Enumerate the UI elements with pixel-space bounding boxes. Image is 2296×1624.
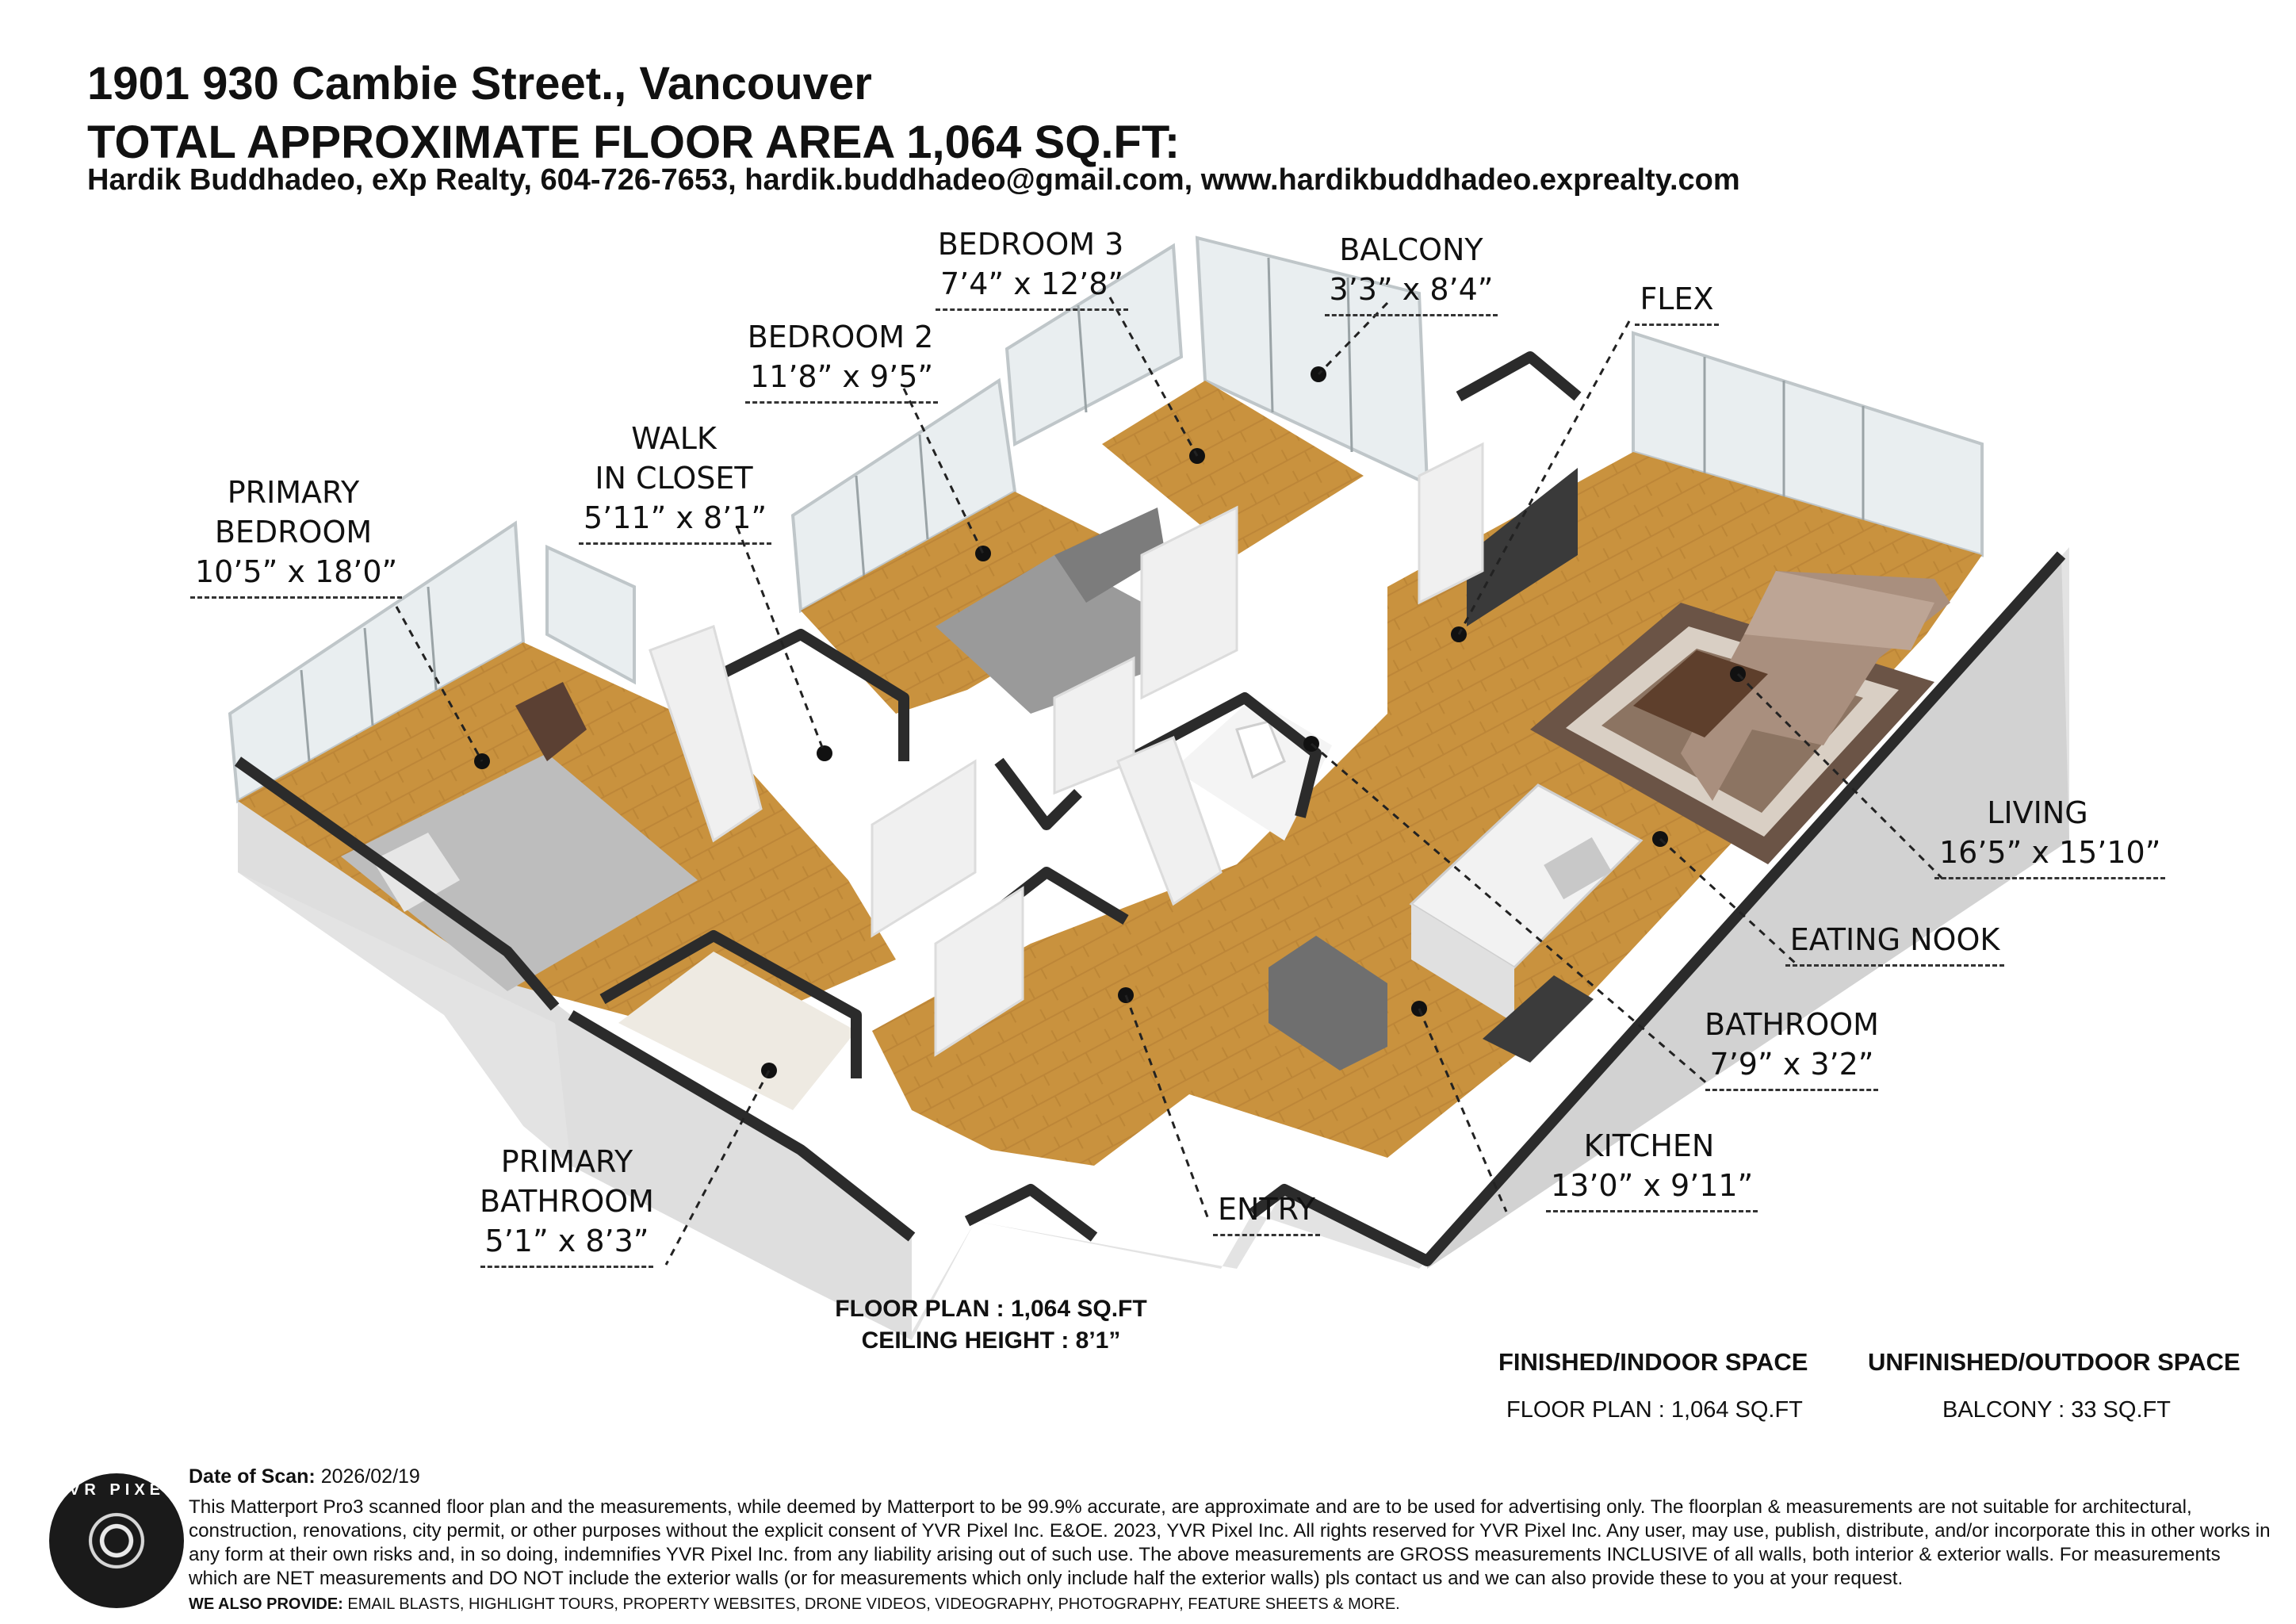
balcony-name: BALCONY <box>1339 232 1483 267</box>
entry-name: ENTRY <box>1213 1189 1320 1237</box>
eating-nook-name: EATING NOOK <box>1785 920 2005 967</box>
label-bedroom2: BEDROOM 2 11’8” x 9’5” <box>745 317 939 404</box>
property-address-title: 1901 930 Cambie Street., Vancouver <box>87 58 872 109</box>
walk-in-closet-dims: 5’11” x 8’1” <box>579 498 772 546</box>
unfinished-space-heading: UNFINISHED/OUTDOOR SPACE <box>1868 1348 2241 1376</box>
balcony-dims: 3’3” x 8’4” <box>1324 270 1498 317</box>
living-dims: 16’5” x 15’10” <box>1934 833 2166 880</box>
label-primary-bathroom: PRIMARY BATHROOM 5’1” x 8’3” <box>468 1142 666 1269</box>
bedroom3-dims: 7’4” x 12’8” <box>936 264 1129 312</box>
window-mullions <box>300 257 1865 762</box>
kitchen-name: KITCHEN <box>1583 1128 1715 1163</box>
yvr-pixel-logo: YVR PIXEL <box>49 1473 184 1608</box>
label-eating-nook: EATING NOOK <box>1784 920 2006 967</box>
tv-unit <box>1467 468 1578 626</box>
walk-in-closet-name-line1: WALK <box>631 421 717 456</box>
kitchen-counter <box>1409 783 1644 1023</box>
primary-bedroom-name-line2: BEDROOM <box>214 515 373 550</box>
date-of-scan: Date of Scan: 2026/02/19 <box>189 1465 420 1488</box>
scan-date-label: Date of Scan: <box>189 1465 316 1488</box>
bedroom3-name: BEDROOM 3 <box>937 227 1124 262</box>
label-living: LIVING 16’5” x 15’10” <box>1934 793 2166 880</box>
leader-lines <box>395 297 1944 1266</box>
services-line: WE ALSO PROVIDE: EMAIL BLASTS, HIGHLIGHT… <box>189 1595 1400 1614</box>
primary-bathroom-name-line2: BATHROOM <box>480 1184 654 1220</box>
unfinished-space-value: BALCONY : 33 SQ.FT <box>1942 1397 2171 1423</box>
bedroom2-dims: 11’8” x 9’5” <box>745 357 939 404</box>
kitchen-dims: 13’0” x 9’11” <box>1546 1166 1758 1213</box>
total-floor-area-heading: TOTAL APPROXIMATE FLOOR AREA 1,064 SQ.FT… <box>87 117 1181 168</box>
primary-bathroom-floor <box>618 952 856 1110</box>
primary-bedroom-dims: 10’5” x 18’0” <box>190 552 403 599</box>
label-flex: FLEX <box>1633 279 1720 327</box>
primary-bathroom-dims: 5’1” x 8’3” <box>480 1221 654 1269</box>
label-entry: ENTRY <box>1213 1189 1320 1237</box>
interior-wall-tops <box>234 351 2066 1266</box>
logo-text: YVR PIXEL <box>53 1481 180 1499</box>
services-list: EMAIL BLASTS, HIGHLIGHT TOURS, PROPERTY … <box>347 1595 1400 1613</box>
stove <box>1483 975 1594 1063</box>
living-sofa <box>1681 571 1950 801</box>
walk-in-closet-name-line2: IN CLOSET <box>595 461 753 496</box>
label-bedroom3: BEDROOM 3 7’4” x 12’8” <box>936 224 1129 312</box>
services-label: WE ALSO PROVIDE: <box>189 1595 343 1613</box>
primary-bathroom-name-line1: PRIMARY <box>500 1144 633 1179</box>
interior-partitions <box>649 442 1484 1057</box>
fridge <box>1269 936 1387 1071</box>
label-primary-bedroom: PRIMARY BEDROOM 10’5” x 18’0” <box>190 473 403 599</box>
bedroom2-name: BEDROOM 2 <box>747 320 934 354</box>
bathroom-dims: 7’9” x 3’2” <box>1705 1044 1879 1092</box>
toilet <box>1235 720 1286 779</box>
disclaimer-text: This Matterport Pro3 scanned floor plan … <box>189 1496 2271 1589</box>
scan-date-value: 2026/02/19 <box>320 1465 420 1488</box>
logo-disc-icon <box>78 1502 155 1580</box>
label-bathroom: BATHROOM 7’9” x 3’2” <box>1697 1005 1887 1092</box>
window-walls <box>228 236 1984 804</box>
ceiling-height: CEILING HEIGHT : 8’1” <box>861 1327 1121 1354</box>
primary-bed <box>341 753 698 991</box>
finished-space-value: FLOOR PLAN : 1,064 SQ.FT <box>1506 1397 1803 1423</box>
floor-plan-area: FLOOR PLAN : 1,064 SQ.FT <box>835 1296 1147 1322</box>
label-walk-in-closet: WALK IN CLOSET 5’11” x 8’1” <box>579 419 772 546</box>
living-name: LIVING <box>1987 795 2088 830</box>
label-kitchen: KITCHEN 13’0” x 9’11” <box>1546 1126 1758 1213</box>
armchair <box>515 682 587 761</box>
agent-contact-line: Hardik Buddhadeo, eXp Realty, 604-726-76… <box>87 163 1740 197</box>
finished-space-heading: FINISHED/INDOOR SPACE <box>1498 1348 1808 1376</box>
primary-bedroom-name-line1: PRIMARY <box>227 475 360 510</box>
label-balcony: BALCONY 3’3” x 8’4” <box>1316 230 1506 317</box>
bathroom-name: BATHROOM <box>1705 1007 1879 1042</box>
flex-name: FLEX <box>1635 279 1719 327</box>
